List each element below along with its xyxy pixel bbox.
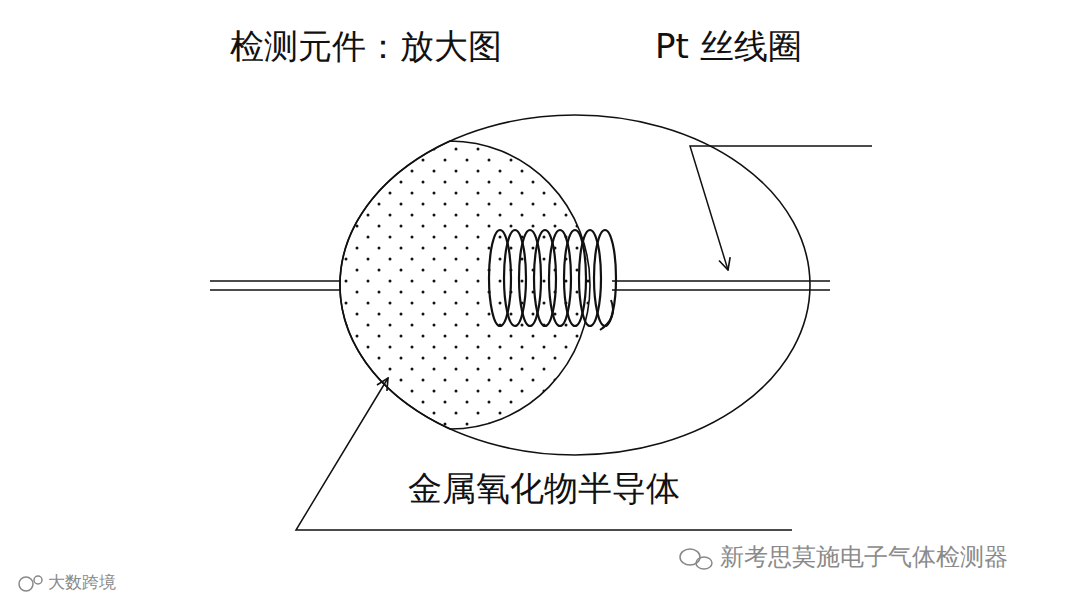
leader-line	[690, 146, 872, 270]
pt-coil	[489, 230, 616, 330]
figure-title: 检测元件：放大图	[230, 26, 502, 67]
lead-wire	[210, 281, 342, 290]
watermark-icon	[19, 549, 712, 591]
leader-line	[296, 378, 792, 530]
lead-wire	[612, 281, 830, 290]
watermark: 大数跨境	[48, 572, 116, 592]
part-label: 金属氧化物半导体	[408, 468, 680, 509]
watermark: 新考思莫施电子气体检测器	[720, 543, 1008, 572]
coil-lead	[600, 300, 613, 330]
metal-oxide-region	[340, 141, 590, 429]
part-label: Pt 丝线圈	[655, 26, 802, 67]
sensor-bead	[340, 115, 810, 455]
